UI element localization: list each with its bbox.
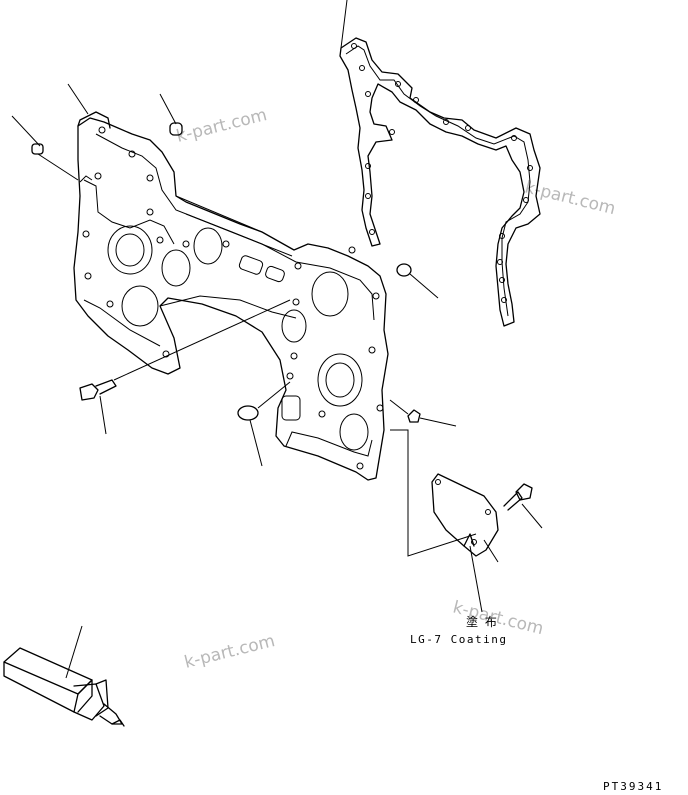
leader-line <box>67 83 89 115</box>
plug <box>237 381 291 467</box>
bolt <box>503 483 543 529</box>
installer-tool <box>3 625 125 727</box>
coating-jp-label: 塗 布 <box>466 614 498 629</box>
bushing <box>159 93 183 136</box>
watermark: k-part.com <box>174 105 269 147</box>
coating-leader <box>390 429 483 613</box>
watermark: k-part.com <box>182 631 277 673</box>
screw <box>389 399 457 427</box>
bolt <box>79 299 291 435</box>
watermark-layer: k-part.com k-part.com k-part.com k-part.… <box>174 105 617 673</box>
seal-ring <box>396 263 439 299</box>
figure-code: PT39341 <box>603 780 663 793</box>
dowel-pin <box>11 115 79 181</box>
coating-label: LG-7 Coating <box>410 633 507 646</box>
cover-plate <box>431 473 499 563</box>
front-cover-housing <box>73 111 389 481</box>
gasket <box>339 0 541 327</box>
